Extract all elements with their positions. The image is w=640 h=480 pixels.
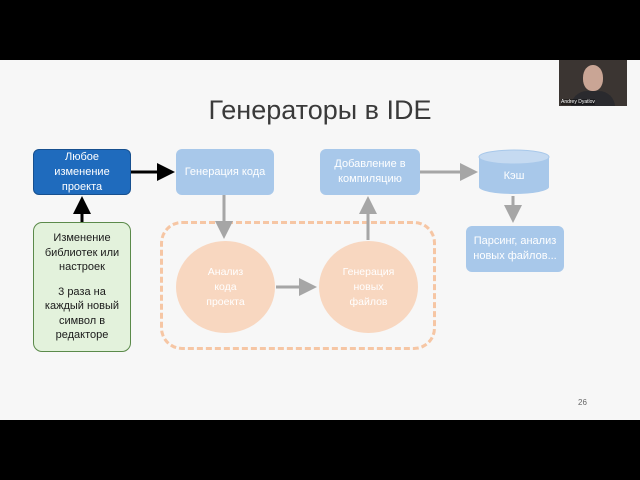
node-parsing: Парсинг, анализ новых файлов... (466, 226, 564, 272)
slide: Генераторы в IDE Любое изменение проекта… (0, 60, 640, 420)
node-add-compile-line2: компиляцию (338, 173, 402, 185)
node-analysis-line2: кода (214, 280, 237, 293)
webcam-person-body (571, 91, 615, 106)
node-analysis-line3: проекта (206, 295, 245, 308)
node-add-compile: Добавление в компиляцию (320, 149, 420, 195)
webcam-person-head (583, 65, 603, 91)
node-generation-line2: новых (353, 280, 384, 293)
arrows-layer (73, 163, 522, 296)
node-codegen-label: Генерация кода (184, 165, 266, 178)
node-parsing-line1: Парсинг, анализ (473, 235, 557, 247)
note-line1: Изменение (53, 232, 111, 245)
note-line2: библиотек или (44, 246, 120, 259)
note-line8: редакторе (55, 329, 109, 342)
note-line7: символ в (58, 314, 106, 327)
webcam-overlay: Andrey Dyatlov (559, 60, 627, 106)
node-any-change-line1: Любое (64, 150, 99, 163)
node-any-change-line2: изменение (54, 165, 110, 178)
node-cache-cylinder (478, 149, 550, 194)
webcam-name-label: Andrey Dyatlov (561, 99, 595, 105)
note-line3: настроек (59, 261, 105, 274)
node-any-change: Любое изменение проекта (33, 149, 131, 195)
note-line5: 3 раза на (58, 285, 106, 298)
node-analysis-line1: Анализ (207, 265, 244, 278)
node-parsing-line2: новых файлов... (473, 250, 557, 262)
node-add-compile-line1: Добавление в (334, 158, 406, 170)
dashed-group-frame (160, 221, 436, 350)
node-changes-note: Изменение библиотек или настроек 3 раза … (33, 222, 131, 352)
node-generation: Генерация новых файлов (319, 241, 418, 333)
node-any-change-line3: проекта (61, 180, 103, 193)
node-analysis: Анализ кода проекта (176, 241, 275, 333)
note-line6: каждый новый (44, 300, 120, 313)
slide-title: Генераторы в IDE (208, 95, 432, 125)
node-codegen: Генерация кода (176, 149, 274, 195)
node-generation-line3: файлов (349, 295, 388, 308)
page-number: 26 (578, 398, 587, 407)
node-generation-line1: Генерация (342, 265, 395, 278)
node-cache-label: Кэш (503, 170, 525, 182)
